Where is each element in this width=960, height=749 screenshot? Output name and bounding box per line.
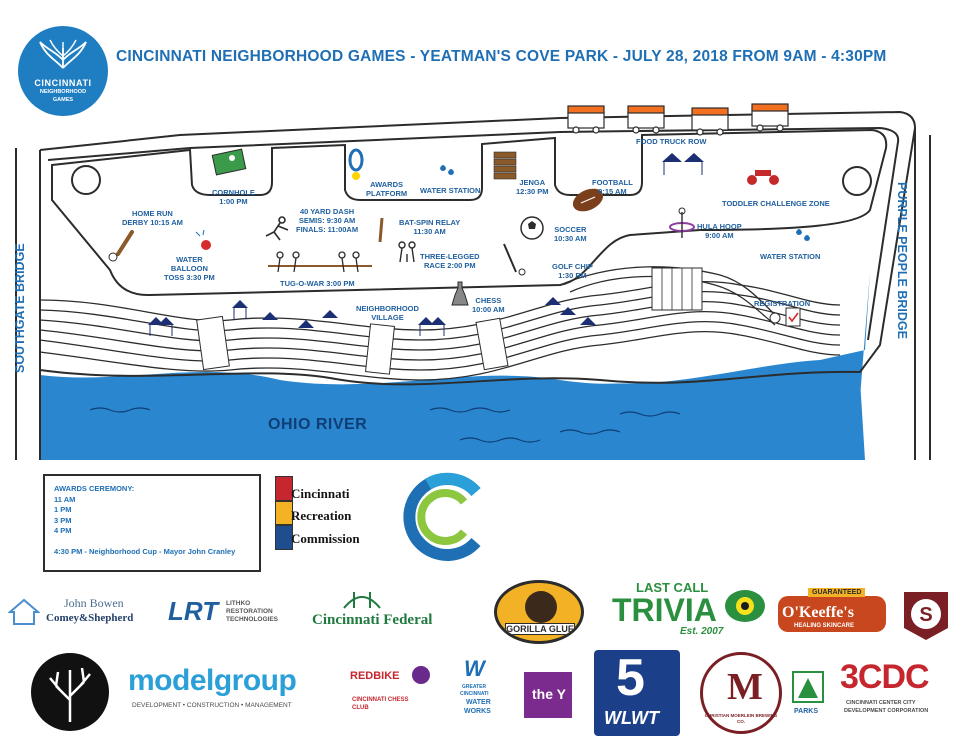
- awards-heading: AWARDS CEREMONY:: [54, 484, 135, 493]
- sponsor-water-works: W GREATER CINCINNATI WATER WORKS: [460, 656, 491, 715]
- station-water-1: WATER STATION: [420, 186, 481, 195]
- chess-piece-icon: [451, 281, 469, 306]
- awards-final: 4:30 PM - Neighborhood Cup - Mayor John …: [54, 546, 236, 556]
- sponsor-model-group: modelgroup DEVELOPMENT • CONSTRUCTION • …: [128, 664, 297, 709]
- sponsor-gorilla-glue: GORILLA GLUE: [494, 580, 584, 644]
- purple-people-bridge-label: PURPLE PEOPLE BRIDGE: [895, 182, 909, 339]
- round-planter-left: [71, 165, 101, 195]
- wings-icon: [39, 39, 87, 69]
- station-water-2: WATER STATION: [760, 252, 821, 261]
- awards-time-4: 4 PM: [54, 526, 72, 535]
- hula-hoop-icon: [669, 207, 695, 238]
- park-map: [15, 103, 931, 460]
- inner-edge: [47, 126, 900, 341]
- awards-time-1: 11 AM: [54, 494, 76, 504]
- sponsor-wlwt: 5 WLWT: [594, 649, 680, 736]
- bridge-icon: [343, 592, 381, 609]
- sponsor-last-call-trivia: LAST CALL TRIVIA Est. 2007: [612, 580, 768, 642]
- round-planter-right: [842, 166, 872, 196]
- cng-logo: CINCINNATI NEIGHBORHOOD GAMES: [18, 26, 108, 116]
- svg-text:S: S: [919, 604, 932, 626]
- station-tug-o-war: TUG-O-WAR 3:00 PM: [280, 279, 355, 288]
- awards-ceremony-box: AWARDS CEREMONY: 11 AM 1 PM 3 PM 4 PM 4:…: [43, 474, 261, 572]
- sponsor-moerlein: M CHRISTIAN MOERLEIN BREWING CO.: [700, 652, 782, 734]
- water-balloon-icon: [195, 229, 211, 250]
- three-legged-icon: [398, 241, 416, 263]
- jenga-icon: [493, 151, 517, 180]
- football-icon: [572, 188, 604, 212]
- food-truck-row-label: FOOD TRUCK ROW: [636, 137, 707, 146]
- tree-logo: [31, 653, 109, 731]
- awards-time-2: 1 PM: [54, 505, 72, 514]
- station-registration: REGISTRATION: [754, 299, 811, 308]
- registration-icon: [769, 307, 801, 327]
- bat-spin-icon: [378, 217, 384, 243]
- sponsor-redbike-chess: REDBIKE CINCINNATI CHESS CLUB: [350, 666, 434, 722]
- redbike-b-icon: [412, 666, 430, 684]
- awards-time-3: 3 PM: [54, 515, 72, 525]
- logo-line3: GAMES: [52, 97, 74, 103]
- baseball-bat-icon: [108, 230, 134, 262]
- eye-icon: [725, 590, 765, 622]
- awards-icon: [348, 148, 364, 180]
- food-truck-icons: [567, 103, 789, 136]
- water-drop-icon-2: [796, 229, 810, 241]
- runner-icon: [265, 216, 289, 241]
- upper-lawn: [51, 128, 888, 297]
- station-toddler: TODDLER CHALLENGE ZONE: [722, 199, 830, 208]
- sponsor-lrt: LRT LITHKO RESTORATION TECHNOLOGIES: [168, 596, 279, 626]
- crc-logo: Cincinnati Recreation Commission: [275, 476, 385, 550]
- outer-path: [39, 110, 917, 386]
- sponsor-parks: PARKS: [790, 668, 828, 724]
- gorilla-icon: [525, 591, 557, 623]
- sponsor-ymca: the Y: [524, 672, 572, 718]
- soccer-ball-icon: [520, 216, 544, 240]
- tug-rope-icon: [268, 251, 372, 273]
- page-title: CINCINNATI NEIGHBORHOOD GAMES - YEATMAN'…: [116, 48, 887, 65]
- water-drop-icon: [440, 165, 454, 175]
- river-label: OHIO RIVER: [268, 416, 368, 433]
- cornhole-icon: [211, 148, 247, 176]
- parks-icon: [792, 671, 824, 703]
- house-icon: [8, 598, 40, 625]
- golf-club-icon: [503, 243, 526, 276]
- ripples: [89, 407, 681, 443]
- sponsor-john-bowen: John Bowen Comey&Shepherd: [8, 594, 156, 634]
- sponsor-okeeffes: GUARANTEED O'Keeffe's HEALING SKINCARE: [778, 588, 888, 640]
- tent-icons: [148, 153, 704, 328]
- sponsor-cincinnati-federal: Cincinnati Federal: [312, 588, 467, 634]
- logo-line1: CINCINNATI: [34, 78, 92, 88]
- cincinnati-c-logo: [403, 472, 481, 561]
- toddler-bike-icon: [747, 170, 779, 185]
- southgate-bridge-label: SOUTHGATE BRIDGE: [13, 243, 27, 373]
- logo-line2: NEIGHBORHOOD: [39, 89, 87, 95]
- ohio-s-logo: S: [904, 592, 948, 640]
- sponsor-3cdc: 3CDC CINCINNATI CENTER CITY DEVELOPMENT …: [840, 658, 930, 714]
